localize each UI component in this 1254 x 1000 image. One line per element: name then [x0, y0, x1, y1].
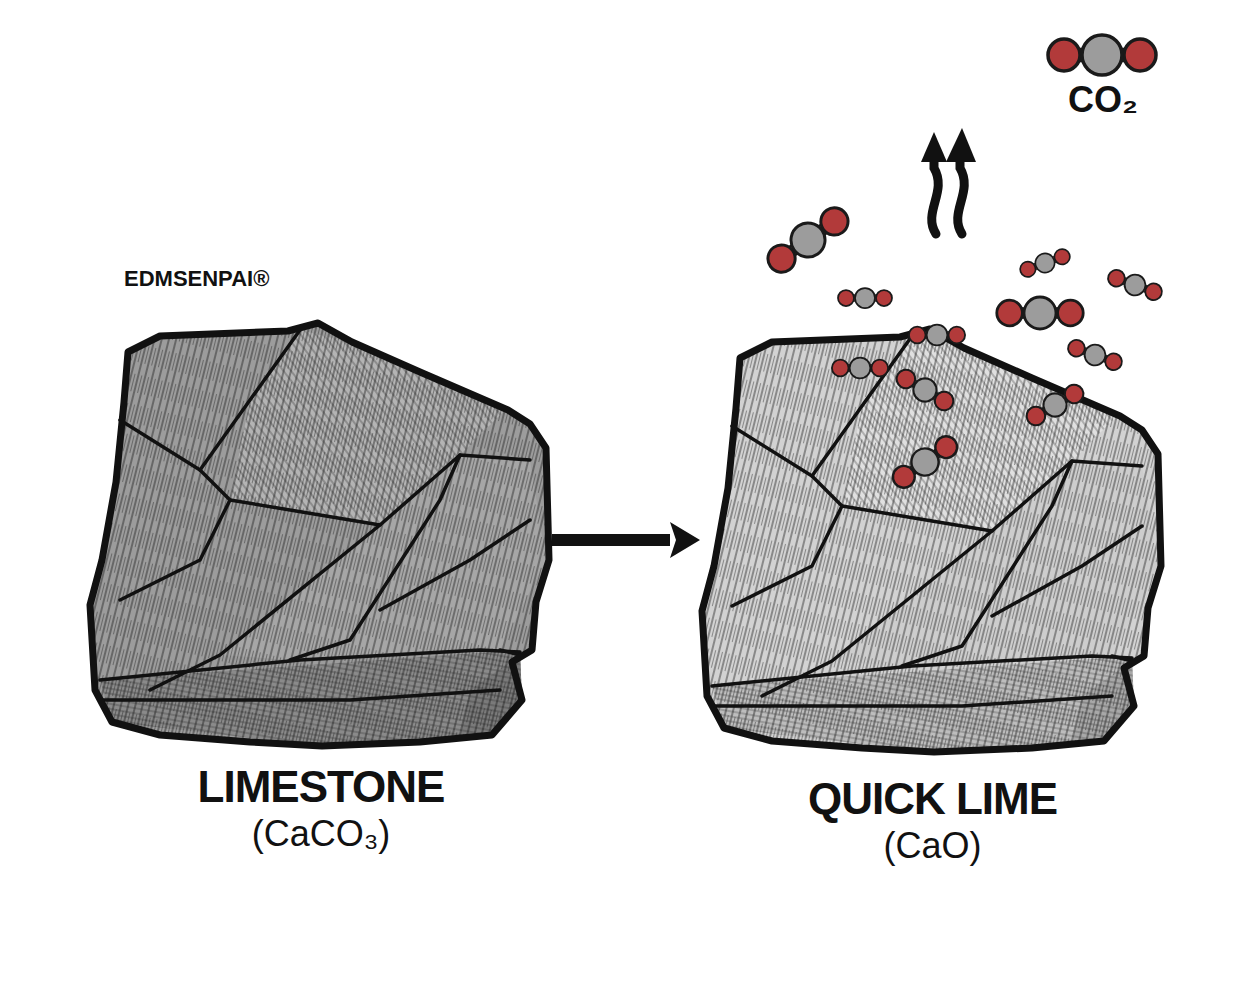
limestone-rock: [80, 315, 560, 755]
limestone-node: LIMESTONE(CaCO₃): [90, 320, 552, 862]
material-name: QUICK LIME: [808, 774, 1057, 825]
co2-molecules: [761, 35, 1165, 494]
chemical-formula: (CaO): [884, 825, 982, 866]
escape-arrows: [932, 156, 965, 234]
co2-label: CO₂: [1068, 80, 1138, 120]
quicklime-node: QUICK LIME(CaO): [700, 326, 1165, 874]
quicklime-rock: [692, 321, 1172, 761]
escape-arrowheads: [921, 128, 976, 162]
reaction-arrow: [552, 534, 670, 546]
chemical-formula: (CaCO₃): [252, 813, 391, 854]
watermark: EDMSENPAI®: [124, 267, 269, 291]
material-name: LIMESTONE: [198, 762, 445, 813]
